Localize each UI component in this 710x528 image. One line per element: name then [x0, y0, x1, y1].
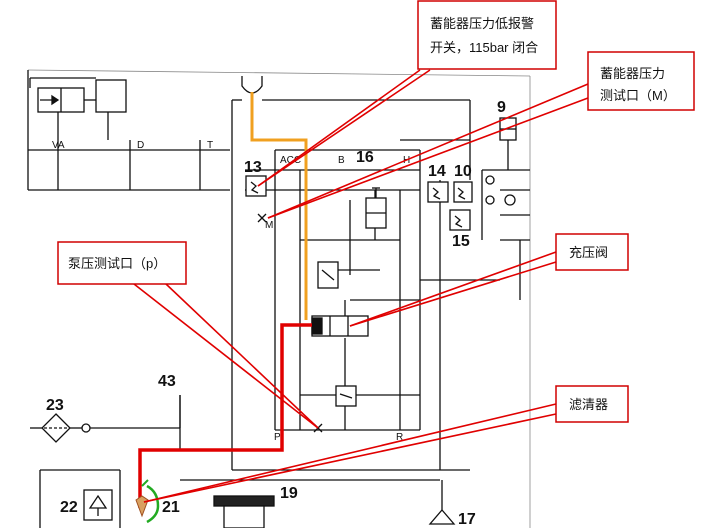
port-label-va: VA — [52, 140, 65, 151]
component-17-icon — [428, 480, 456, 525]
accumulator-line — [250, 92, 308, 320]
port-label-p: P — [274, 432, 281, 443]
component-21: 21 — [162, 499, 180, 516]
solenoid-valve-icon — [365, 187, 387, 229]
component-43: 43 — [158, 373, 176, 390]
component-15: 15 — [452, 233, 470, 250]
component-10: 10 — [454, 163, 472, 180]
pressure-switch-15-icon — [449, 209, 471, 231]
port-label-b: B — [338, 155, 345, 166]
pressure-switch-14-icon — [427, 181, 449, 203]
check-valve-icon — [335, 385, 357, 407]
relief-valve-icon — [317, 261, 339, 289]
component-13: 13 — [244, 159, 262, 176]
test-port-m-icon — [257, 213, 267, 223]
callout-filter-text: 滤清器 — [569, 397, 608, 412]
component-9: 9 — [497, 99, 506, 116]
pump-pressure-line — [138, 323, 312, 508]
callout-charging-valve: 充压阀 — [555, 233, 629, 271]
component-17: 17 — [458, 511, 476, 528]
callout-charging-valve-text: 充压阀 — [569, 245, 608, 260]
accumulator-icon — [241, 76, 263, 94]
schematic-frame — [27, 69, 531, 528]
component-22: 22 — [60, 499, 78, 516]
component-19-icon — [180, 479, 440, 528]
callout-accumulator-test-port-line2: 测试口（M） — [600, 88, 676, 103]
callout-accumulator-switch: 蓄能器压力低报警 开关，115bar 闭合 — [417, 0, 557, 70]
callout-accumulator-switch-line1: 蓄能器压力低报警 — [430, 16, 534, 31]
component-22-icon — [83, 489, 113, 521]
callout-pump-test-port-text: 泵压测试口（p） — [68, 256, 166, 271]
port-label-m: M — [265, 220, 273, 231]
top-left-valve — [28, 77, 230, 191]
port-label-t: T — [207, 140, 213, 151]
component-14: 14 — [428, 163, 446, 180]
valve-9-icon — [481, 117, 530, 300]
callout-pump-test-port: 泵压测试口（p） — [57, 241, 187, 285]
port-label-d: D — [137, 140, 144, 151]
port-label-r: R — [396, 432, 403, 443]
component-16: 16 — [356, 149, 374, 166]
component-19: 19 — [280, 485, 298, 502]
component-23: 23 — [46, 397, 64, 414]
callout-filter: 滤清器 — [555, 385, 629, 423]
callout-accumulator-switch-line2: 开关，115bar 闭合 — [430, 40, 538, 55]
charging-valve-icon — [311, 315, 369, 337]
callout-accumulator-test-port: 蓄能器压力 测试口（M） — [587, 51, 695, 111]
pressure-switch-13-icon — [245, 175, 267, 197]
callout-leaders — [133, 69, 589, 503]
port-label-acc: ACC — [280, 155, 301, 166]
callout-accumulator-test-port-line1: 蓄能器压力 — [600, 66, 665, 81]
pressure-switch-10-icon — [453, 181, 473, 203]
